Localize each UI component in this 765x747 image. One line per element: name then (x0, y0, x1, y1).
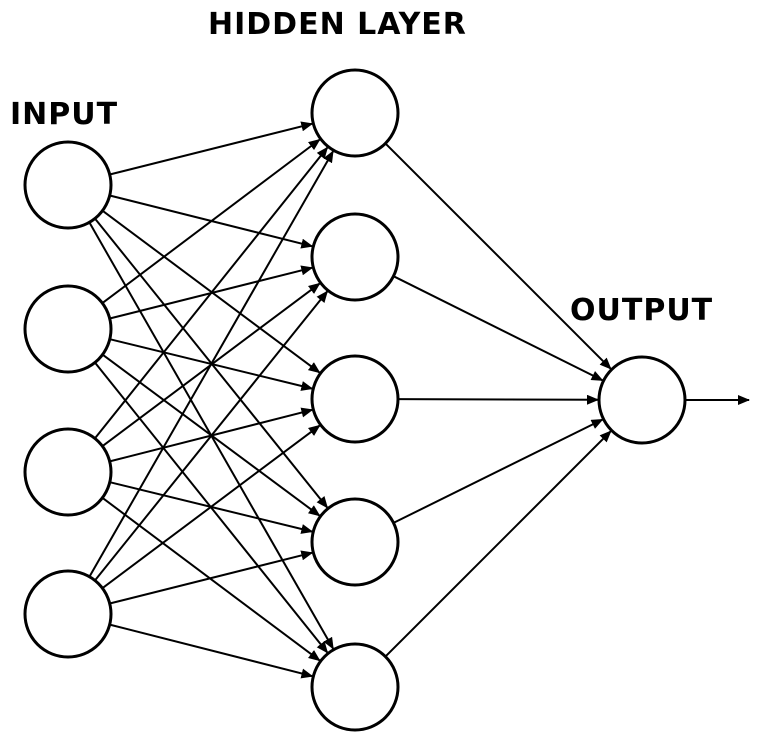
edge-hidden-4-output-1 (393, 418, 604, 524)
output-layer-label: OUTPUT (570, 293, 714, 328)
edge-input-3-hidden-1 (94, 146, 329, 440)
network-nodes (23, 68, 687, 732)
connection-edges (88, 121, 750, 679)
edge-input-2-hidden-1 (101, 138, 321, 304)
edge-input-3-hidden-5 (101, 496, 321, 662)
input-node-1 (23, 140, 113, 230)
hidden-node-5 (310, 642, 400, 732)
hidden-node-4 (310, 497, 400, 587)
edge-input-4-hidden-5 (109, 623, 314, 679)
input-layer-label: INPUT (10, 97, 119, 132)
edge-hidden-1-output-1 (384, 142, 612, 370)
input-node-2 (23, 284, 113, 374)
edge-input-4-hidden-4 (109, 550, 314, 605)
edge-input-4-hidden-2 (94, 290, 329, 582)
edge-input-4-hidden-1 (88, 150, 334, 578)
edge-hidden-2-output-1 (393, 275, 604, 382)
hidden-node-3 (310, 354, 400, 444)
hidden-layer-label: HIDDEN LAYER (208, 7, 467, 42)
edge-hidden-5-output-1 (384, 430, 612, 658)
input-node-4 (23, 569, 113, 659)
edge-input-1-hidden-1 (109, 121, 314, 176)
hidden-node-1 (310, 68, 400, 158)
hidden-node-2 (310, 212, 400, 302)
edge-input-4-hidden-3 (101, 424, 321, 590)
output-node-1 (597, 355, 687, 445)
edge-hidden-3-output-1 (397, 394, 599, 405)
input-node-3 (23, 427, 113, 517)
